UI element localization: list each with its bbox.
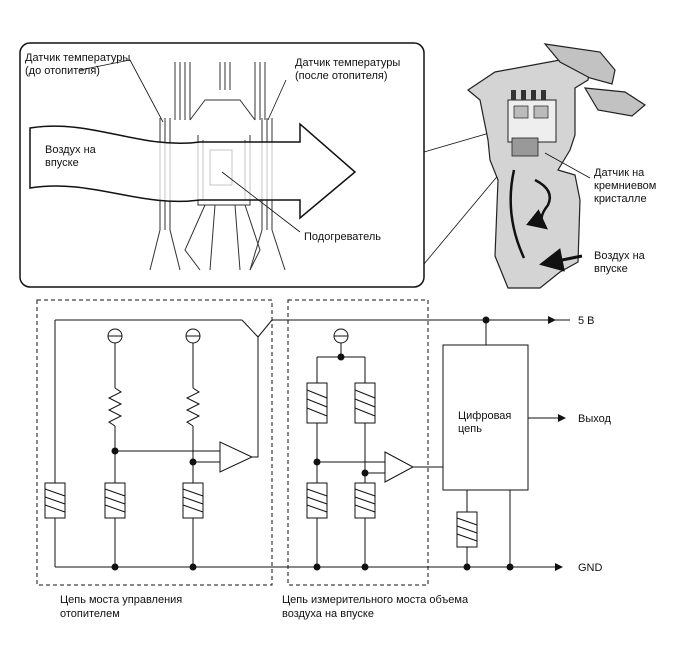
closeup-leaders — [79, 59, 301, 233]
body-intake-air-label-line2: впуске — [594, 263, 628, 275]
junction-dots — [111, 316, 514, 571]
circuit-labels: 5 В Выход GND Цифровая цепь Цепь моста у… — [60, 315, 611, 620]
chip-pins — [511, 90, 546, 100]
body-intake-air-label-line1: Воздух на — [594, 250, 646, 262]
sensor-housing — [466, 43, 647, 289]
circuit — [36, 299, 570, 586]
bypass-channel — [509, 169, 526, 259]
heater-bridge-caption-line2: отопителем — [60, 608, 120, 620]
temp-before-label-line1: Датчик температуры — [25, 52, 130, 64]
measure-bridge-boundary — [287, 299, 429, 586]
intake-arrow — [539, 248, 583, 272]
heater-label: Подогреватель — [304, 231, 381, 243]
output-label: Выход — [578, 413, 611, 425]
ground-label: GND — [578, 562, 603, 574]
supply-label: 5 В — [578, 315, 595, 327]
measure-bridge-caption-line1: Цепь измерительного моста объема — [282, 594, 469, 606]
temp-after-label-line2: (после отопителя) — [295, 70, 388, 82]
bypass-flow — [526, 178, 552, 230]
intake-air-label-line1: Воздух на — [45, 144, 97, 156]
digital-block-label-line2: цепь — [458, 423, 482, 435]
heater-bridge-boundary — [36, 299, 273, 586]
measure-bridge — [306, 328, 443, 567]
silicon-sensor-label-line3: кристалле — [594, 193, 647, 205]
silicon-sensor-leader — [544, 152, 591, 179]
measure-bridge-caption-line2: воздуха на впуске — [282, 608, 374, 620]
heater-bridge — [44, 319, 555, 567]
temp-before-label-line2: (до отопителя) — [25, 65, 100, 77]
airflow-arrow — [29, 122, 357, 220]
heater-bridge-caption-line1: Цепь моста управления — [60, 594, 182, 606]
silicon-sensor-label-line2: кремниевом — [594, 180, 656, 192]
sensor-body: Датчик на кремниевом кристалле Воздух на… — [466, 43, 656, 289]
digital-block-label-line1: Цифровая — [458, 410, 511, 422]
intake-air-label-line2: впуске — [45, 157, 79, 169]
silicon-sensor-label-line1: Датчик на — [594, 167, 645, 179]
temp-after-label-line1: Датчик температуры — [295, 57, 400, 69]
sensor-chip-closeup: Датчик температуры (до отопителя) Датчик… — [19, 42, 425, 288]
